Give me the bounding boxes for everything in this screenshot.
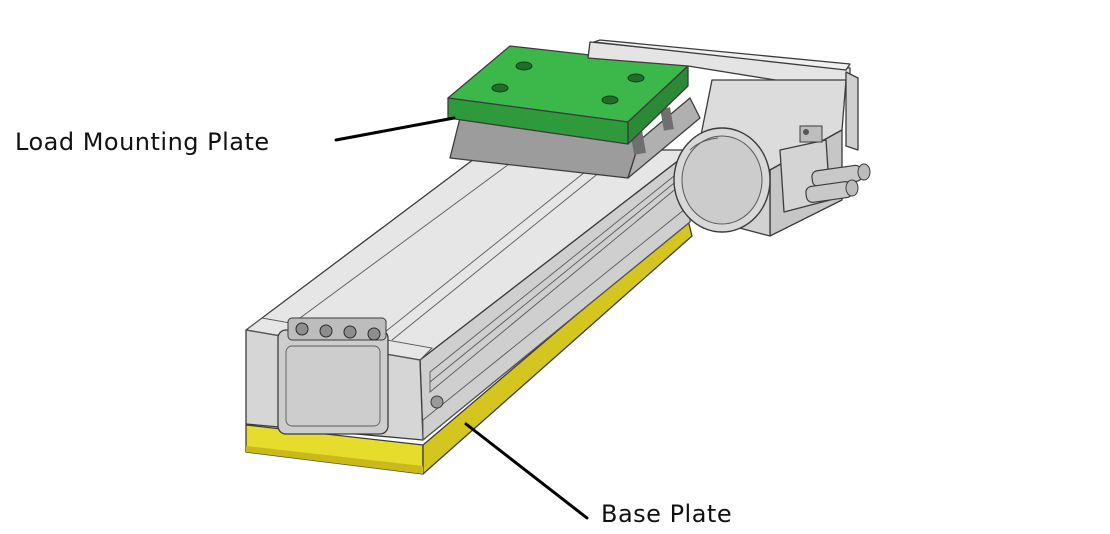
base-plate-part xyxy=(245,219,693,475)
callout-base-plate: Base Plate xyxy=(464,422,732,528)
connector-fittings xyxy=(779,125,871,213)
end-cap-screws xyxy=(287,317,387,341)
leader-line-base-plate xyxy=(464,422,589,520)
label-base-plate: Base Plate xyxy=(601,500,732,528)
load-mounting-plate-part xyxy=(447,45,689,145)
motor-cylinder xyxy=(673,127,771,233)
front-end-cap xyxy=(277,317,444,435)
leader-line-load-plate xyxy=(334,116,456,142)
callout-load-mounting-plate: Load Mounting Plate xyxy=(15,116,456,156)
mounting-holes xyxy=(491,61,645,105)
label-load-mounting-plate: Load Mounting Plate xyxy=(15,128,270,156)
